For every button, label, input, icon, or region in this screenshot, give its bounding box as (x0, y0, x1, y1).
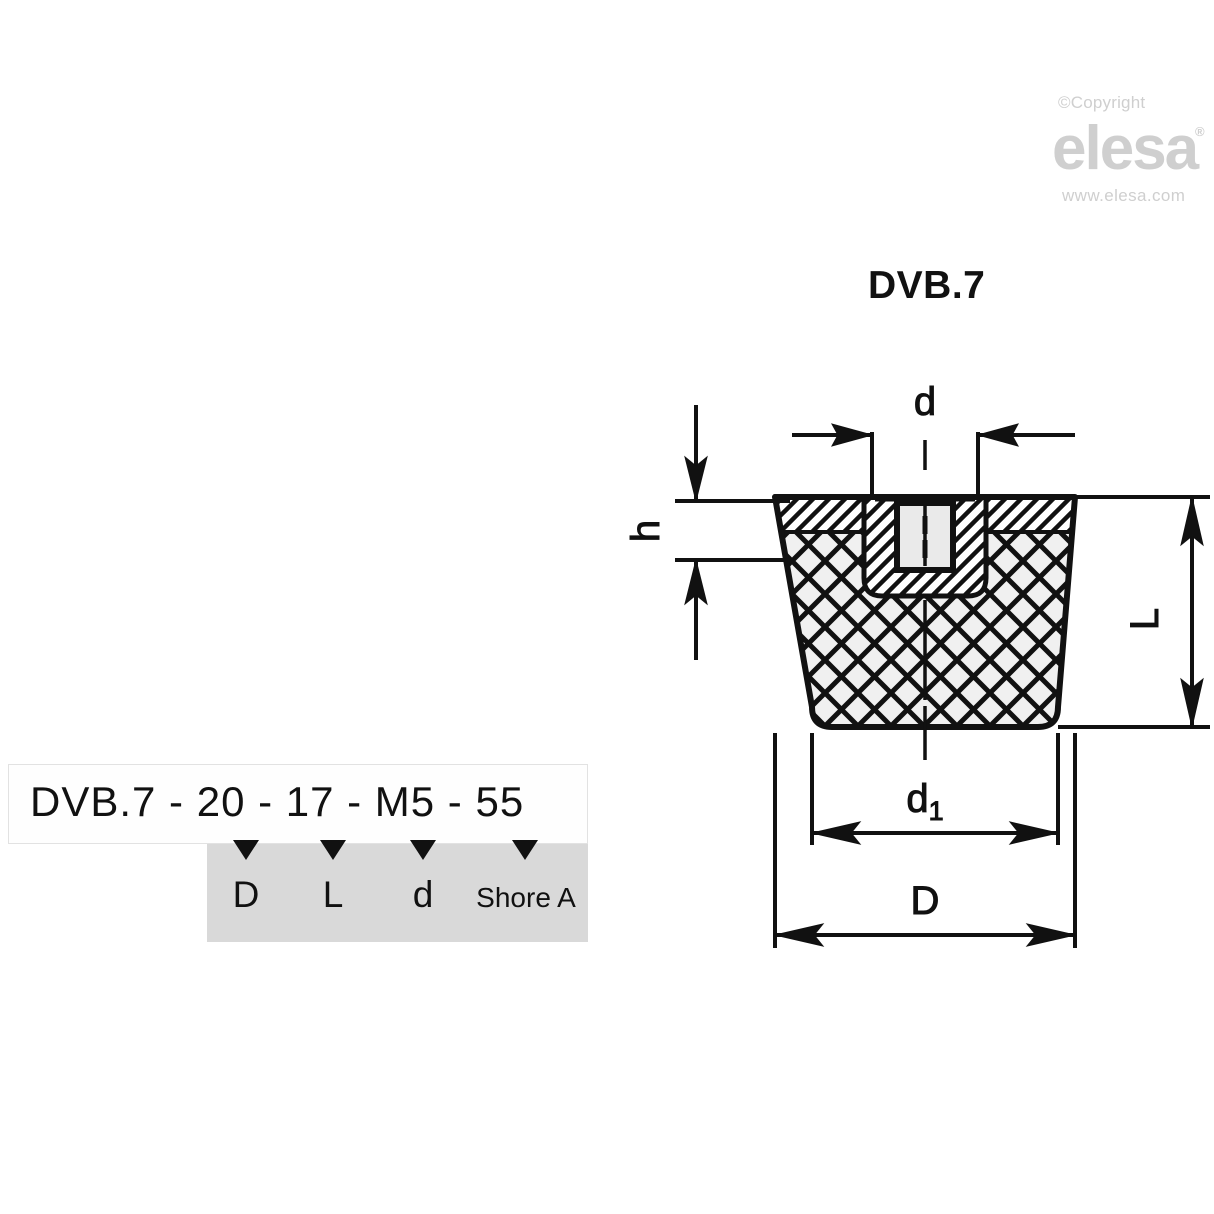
website-url: www.elesa.com (1062, 186, 1186, 205)
code-legend: DVB.7 - 20 - 17 - M5 - 55 D L d Shore A (8, 764, 588, 942)
dimension-label-d1: d1 (906, 777, 943, 826)
dimension-h: h (624, 405, 790, 660)
marker-arrow-shore (512, 840, 538, 860)
body-outline (772, 494, 1078, 730)
dimension-d1: d1 (810, 733, 1060, 845)
legend-label-d: d (412, 874, 434, 915)
elesa-logo: elesa (1052, 114, 1199, 183)
legend-label-L: L (322, 874, 344, 915)
registered-mark-icon: ® (1195, 124, 1205, 139)
marker-arrow-d (410, 840, 436, 860)
marker-arrow-L (320, 840, 346, 860)
dimension-label-D: D (911, 879, 940, 923)
code-legend-gray-panel (207, 844, 588, 942)
dimension-label-d1-subscript: 1 (929, 796, 944, 826)
dimension-label-L: L (1123, 608, 1167, 630)
dimension-label-h: h (624, 520, 668, 542)
dimension-L: L (1058, 495, 1210, 729)
marker-arrow-D (233, 840, 259, 860)
code-legend-white-panel (8, 764, 588, 844)
dimension-d: d (792, 380, 1075, 497)
page-title: DVB.7 (868, 264, 986, 307)
legend-label-shore-a: Shore A (476, 882, 576, 913)
legend-label-D: D (232, 874, 260, 915)
dimension-D: D (773, 733, 1077, 948)
copyright-text: ©Copyright (1058, 93, 1146, 112)
code-string: DVB.7 - 20 - 17 - M5 - 55 (30, 778, 525, 825)
dimension-label-d: d (914, 380, 936, 424)
